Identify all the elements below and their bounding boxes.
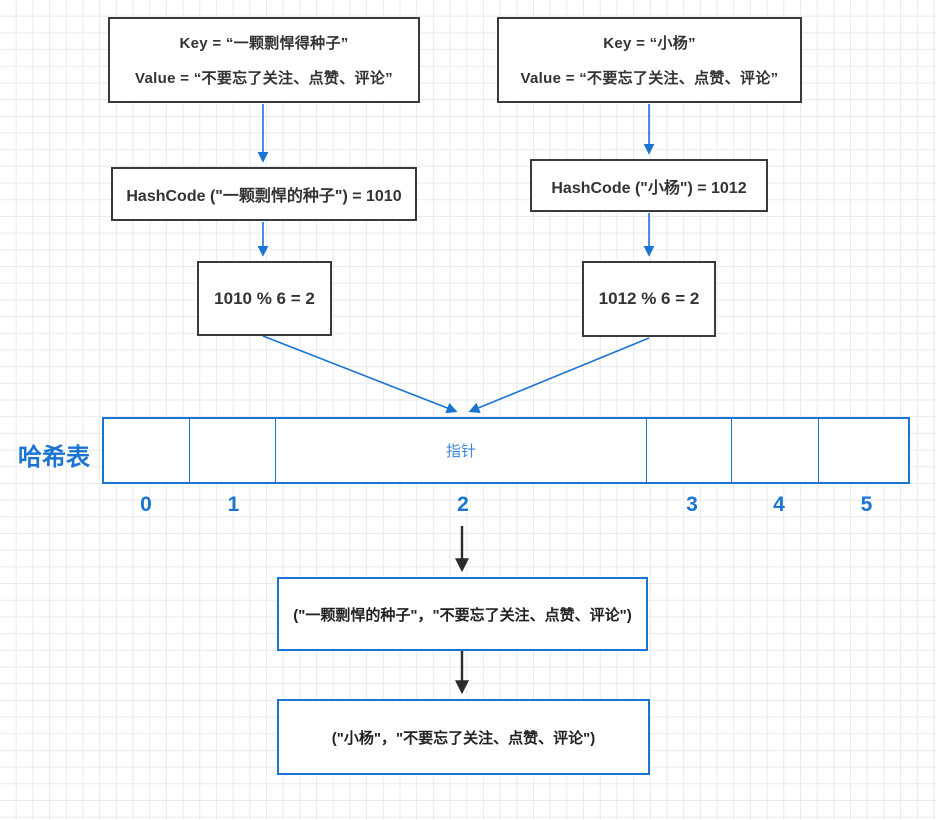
hash-cell-1 bbox=[190, 419, 276, 482]
index-label-1: 1 bbox=[227, 493, 240, 516]
chain-node-2: ("小杨"，"不要忘了关注、点赞、评论") bbox=[277, 699, 650, 775]
modulo-box-right: 1012 % 6 = 2 bbox=[582, 261, 716, 337]
hashcode-box-right: HashCode ("小杨") = 1012 bbox=[530, 159, 768, 212]
key-value-box-left: Key = “一颗剽悍得种子” Value = “不要忘了关注、点赞、评论” bbox=[108, 17, 420, 103]
modulo-text-right: 1012 % 6 = 2 bbox=[598, 289, 700, 308]
hashcode-text-right: HashCode ("小杨") = 1012 bbox=[551, 179, 747, 197]
key-line-right: Key = “小杨” bbox=[603, 35, 696, 53]
arrow-modleft-to-bucket2 bbox=[262, 335, 458, 414]
pointer-cell-text: 指针 bbox=[445, 443, 476, 460]
key-value-box-right: Key = “小杨” Value = “不要忘了关注、点赞、评论” bbox=[497, 17, 802, 103]
hashcode-box-left: HashCode ("一颗剽悍的种子") = 1010 bbox=[111, 167, 417, 221]
chain-node-2-text: ("小杨"，"不要忘了关注、点赞、评论") bbox=[331, 729, 596, 747]
chain-node-1-text: ("一颗剽悍的种子"，"不要忘了关注、点赞、评论") bbox=[293, 606, 632, 624]
arrow-modright-to-bucket2 bbox=[468, 337, 650, 413]
value-line-left: Value = “不要忘了关注、点赞、评论” bbox=[135, 69, 393, 87]
chain-node-1: ("一颗剽悍的种子"，"不要忘了关注、点赞、评论") bbox=[277, 577, 648, 651]
key-line-left: Key = “一颗剽悍得种子” bbox=[179, 35, 349, 53]
hash-cell-5 bbox=[819, 419, 908, 482]
hash-table-array: 指针 bbox=[102, 417, 910, 484]
index-label-3: 3 bbox=[686, 493, 698, 516]
index-label-5: 5 bbox=[860, 493, 873, 516]
index-label-4: 4 bbox=[773, 493, 785, 516]
hash-cell-2-pointer: 指针 bbox=[276, 419, 647, 482]
index-label-2: 2 bbox=[457, 493, 469, 516]
index-label-0: 0 bbox=[140, 493, 152, 516]
hash-cell-0 bbox=[104, 419, 190, 482]
hash-cell-3 bbox=[647, 419, 732, 482]
hash-cell-4 bbox=[732, 419, 819, 482]
index-row: 0 1 2 3 4 5 bbox=[102, 491, 910, 519]
modulo-text-left: 1010 % 6 = 2 bbox=[214, 288, 315, 308]
modulo-box-left: 1010 % 6 = 2 bbox=[197, 261, 332, 336]
hashcode-text-left: HashCode ("一颗剽悍的种子") = 1010 bbox=[126, 188, 402, 205]
value-line-right: Value = “不要忘了关注、点赞、评论” bbox=[520, 69, 779, 87]
hash-table-label: 哈希表 bbox=[18, 444, 90, 471]
